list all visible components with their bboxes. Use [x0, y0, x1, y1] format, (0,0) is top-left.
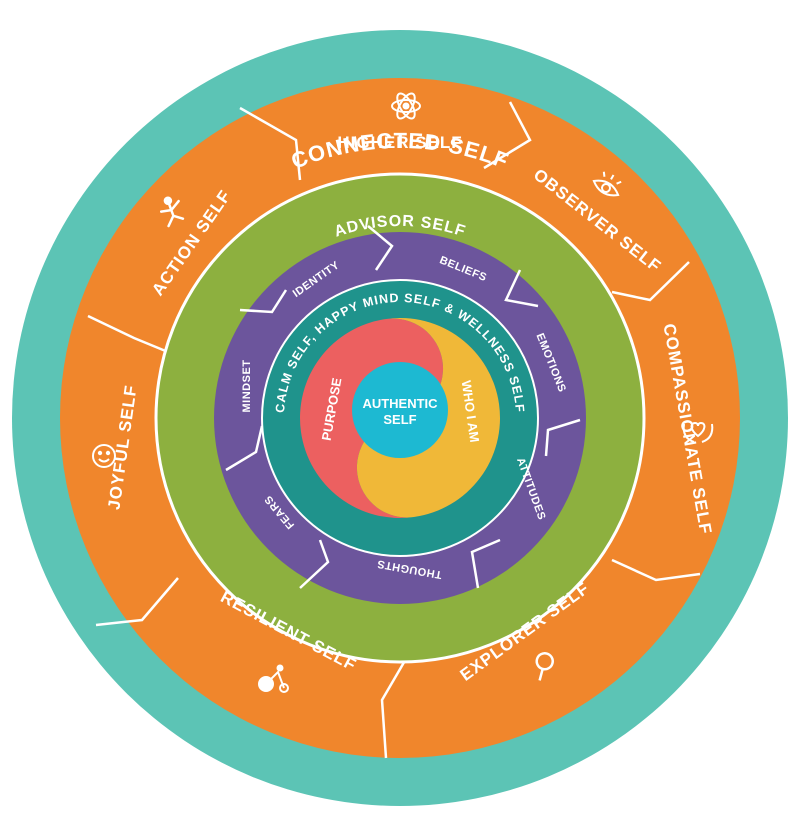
mindset-label: MINDSET — [241, 360, 253, 413]
smiley-icon — [92, 444, 116, 468]
authentic-label-line1: AUTHENTIC — [362, 396, 438, 411]
eye-icon — [592, 171, 622, 197]
authentic-self-circle — [352, 362, 448, 458]
purple-ring-dividers — [225, 225, 581, 589]
atom-icon — [391, 92, 421, 120]
bike-icon — [258, 664, 289, 693]
higher-self-label: HIGHER SELF — [337, 133, 462, 152]
magnifier-icon — [535, 652, 554, 681]
orange-ring-dividers — [87, 101, 701, 759]
figure-icon — [159, 196, 185, 228]
authentic-label-line2: SELF — [383, 412, 416, 427]
heart-hands-icon — [682, 421, 714, 443]
